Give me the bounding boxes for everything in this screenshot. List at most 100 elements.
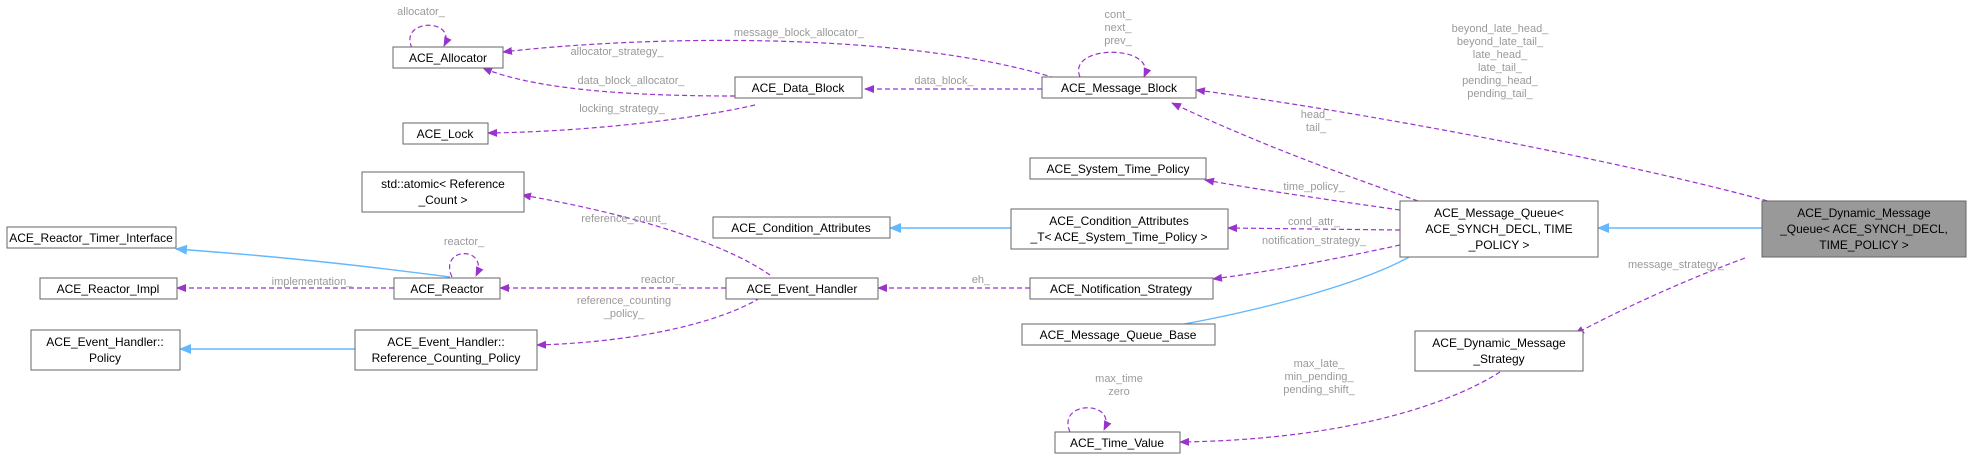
edge-label-time-value-self: max_time zero: [1095, 373, 1143, 398]
edge-label-max-time: max_time: [1095, 373, 1143, 385]
edge-label-beyond-late-head: beyond_late_head_: [1452, 23, 1550, 35]
edge-cond-attr: [1227, 224, 1401, 233]
node-std-atomic-reference-count[interactable]: std::atomic< Reference _Count >: [361, 171, 525, 213]
svg-text:_Queue< ACE_SYNCH_DECL,: _Queue< ACE_SYNCH_DECL,: [1779, 222, 1948, 236]
svg-text:ACE_Allocator: ACE_Allocator: [409, 51, 487, 65]
edge-label-reference-count: reference_count_: [581, 213, 667, 225]
edge-time-policy: [1204, 177, 1401, 211]
edge-label-head-tail: head_ tail_: [1301, 109, 1332, 134]
edge-reactor-self: [449, 253, 484, 278]
edge-reference-count: [521, 192, 771, 276]
edge-label-pending-tail: pending_tail_: [1467, 88, 1533, 100]
node-ace-event-handler-reference-counting-policy[interactable]: ACE_Event_Handler:: Reference_Counting_P…: [354, 329, 538, 371]
edges: [175, 24, 1776, 446]
node-ace-reactor-timer-interface[interactable]: ACE_Reactor_Timer_Interface: [6, 226, 177, 249]
svg-text:_T< ACE_System_Time_Policy >: _T< ACE_System_Time_Policy >: [1030, 230, 1208, 244]
edge-label-time-value-fields: max_late_ min_pending_ pending_shift_: [1283, 358, 1355, 396]
svg-text:ACE_Message_Queue<: ACE_Message_Queue<: [1434, 206, 1564, 220]
edge-label-message-strategy: message_strategy_: [1628, 259, 1725, 271]
svg-text:ACE_Reactor_Timer_Interface: ACE_Reactor_Timer_Interface: [9, 231, 173, 245]
edge-message-block-self: [1077, 51, 1152, 78]
edge-label-allocator-strategy: allocator_strategy_: [571, 46, 665, 58]
node-ace-event-handler[interactable]: ACE_Event_Handler: [725, 277, 879, 300]
svg-text:ACE_Message_Block: ACE_Message_Block: [1061, 81, 1178, 95]
svg-text:ACE_System_Time_Policy: ACE_System_Time_Policy: [1047, 162, 1190, 176]
edge-label-data-block: data_block_: [914, 75, 974, 87]
svg-text:ACE_Dynamic_Message: ACE_Dynamic_Message: [1797, 206, 1931, 220]
edge-label-locking-strategy: locking_strategy_: [579, 103, 665, 115]
edge-locking-strategy: [487, 104, 756, 137]
node-ace-message-queue-base[interactable]: ACE_Message_Queue_Base: [1021, 323, 1216, 346]
svg-text:ACE_Condition_Attributes: ACE_Condition_Attributes: [731, 221, 870, 235]
node-ace-event-handler-policy[interactable]: ACE_Event_Handler:: Policy: [30, 329, 181, 371]
svg-text:_POLICY >: _POLICY >: [1468, 238, 1530, 252]
edge-label-implementation: implementation_: [272, 276, 354, 288]
edge-inherit-message-queue-base: [1149, 246, 1426, 334]
edge-label-late-head: late_head_: [1473, 49, 1528, 61]
edge-label-cond-attr: cond_attr_: [1288, 216, 1341, 228]
svg-text:Policy: Policy: [89, 351, 121, 365]
edge-data-block-allocator: [482, 67, 736, 97]
edge-label-reference-counting: reference_counting: [577, 295, 671, 307]
svg-text:TIME_POLICY >: TIME_POLICY >: [1819, 238, 1908, 252]
node-ace-message-queue[interactable]: ACE_Message_Queue< ACE_SYNCH_DECL, TIME …: [1399, 200, 1599, 258]
edge-label-max-late: max_late_: [1294, 358, 1346, 370]
node-ace-condition-attributes[interactable]: ACE_Condition_Attributes: [712, 216, 891, 239]
node-ace-system-time-policy[interactable]: ACE_System_Time_Policy: [1029, 157, 1207, 180]
svg-text:_Strategy: _Strategy: [1472, 352, 1524, 366]
svg-text:ACE_SYNCH_DECL, TIME: ACE_SYNCH_DECL, TIME: [1425, 222, 1572, 236]
node-ace-lock[interactable]: ACE_Lock: [402, 122, 489, 145]
node-ace-dynamic-message-strategy[interactable]: ACE_Dynamic_Message _Strategy: [1414, 330, 1584, 372]
edge-label-eh: eh_: [972, 274, 991, 286]
svg-text:ACE_Lock: ACE_Lock: [417, 127, 475, 141]
svg-text:ACE_Event_Handler: ACE_Event_Handler: [747, 282, 858, 296]
svg-text:Reference_Counting_Policy: Reference_Counting_Policy: [372, 351, 521, 365]
edge-label-next: next_: [1105, 22, 1133, 34]
node-ace-notification-strategy[interactable]: ACE_Notification_Strategy: [1029, 277, 1214, 300]
edge-label-reactor-self: reactor_: [444, 236, 485, 248]
node-ace-condition-attributes-t[interactable]: ACE_Condition_Attributes _T< ACE_System_…: [1010, 208, 1229, 250]
svg-text:ACE_Event_Handler::: ACE_Event_Handler::: [387, 335, 504, 349]
edge-label-message-block-allocator: message_block_allocator_: [734, 27, 865, 39]
edge-labels: allocator_ message_block_allocator_ allo…: [272, 6, 1725, 398]
edge-label-tail: tail_: [1306, 122, 1327, 134]
svg-text:ACE_Reactor: ACE_Reactor: [410, 282, 483, 296]
edge-label-head: head_: [1301, 109, 1332, 121]
node-ace-dynamic-message-queue[interactable]: ACE_Dynamic_Message _Queue< ACE_SYNCH_DE…: [1761, 200, 1967, 258]
edge-label-reference-counting-policy: reference_counting _policy_: [577, 295, 671, 320]
edge-message-block-allocator: [502, 39, 1056, 79]
edge-head-tail: [1171, 102, 1419, 202]
edge-label-prev: prev_: [1104, 35, 1132, 47]
svg-text:_Count >: _Count >: [417, 193, 467, 207]
edge-notification-strategy: [1212, 244, 1401, 282]
svg-text:ACE_Dynamic_Message: ACE_Dynamic_Message: [1432, 336, 1566, 350]
svg-text:ACE_Message_Queue_Base: ACE_Message_Queue_Base: [1040, 328, 1197, 342]
edge-label-beyond-late-tail: beyond_late_tail_: [1457, 36, 1544, 48]
svg-text:ACE_Reactor_Impl: ACE_Reactor_Impl: [57, 282, 160, 296]
svg-text:std::atomic< Reference: std::atomic< Reference: [381, 177, 505, 191]
node-ace-allocator[interactable]: ACE_Allocator: [392, 46, 504, 69]
edge-inherit-timer-interface: [175, 244, 451, 278]
edge-late-pending: [1195, 87, 1776, 204]
edge-time-value-self: [1067, 407, 1112, 433]
svg-text:ACE_Data_Block: ACE_Data_Block: [752, 81, 846, 95]
edge-label-pending-shift: pending_shift_: [1283, 384, 1355, 396]
node-ace-reactor-impl[interactable]: ACE_Reactor_Impl: [39, 277, 178, 300]
edge-label-zero: zero: [1108, 386, 1129, 398]
svg-text:ACE_Notification_Strategy: ACE_Notification_Strategy: [1050, 282, 1192, 296]
node-ace-data-block[interactable]: ACE_Data_Block: [734, 76, 863, 99]
edge-label-policy: _policy_: [603, 308, 645, 320]
node-ace-message-block[interactable]: ACE_Message_Block: [1041, 76, 1197, 99]
edge-label-allocator-self: allocator_: [397, 6, 446, 18]
edge-reference-counting-policy: [536, 297, 761, 349]
edge-label-late-pending: beyond_late_head_ beyond_late_tail_ late…: [1452, 23, 1550, 100]
svg-text:ACE_Time_Value: ACE_Time_Value: [1070, 436, 1164, 450]
edge-label-message-block-self: cont_ next_ prev_: [1104, 9, 1132, 47]
edge-label-late-tail: late_tail_: [1478, 62, 1523, 74]
edge-label-pending-head: pending_head_: [1462, 75, 1539, 87]
edge-label-min-pending: min_pending_: [1284, 371, 1354, 383]
node-ace-reactor[interactable]: ACE_Reactor: [393, 277, 501, 300]
node-ace-time-value[interactable]: ACE_Time_Value: [1054, 431, 1181, 454]
